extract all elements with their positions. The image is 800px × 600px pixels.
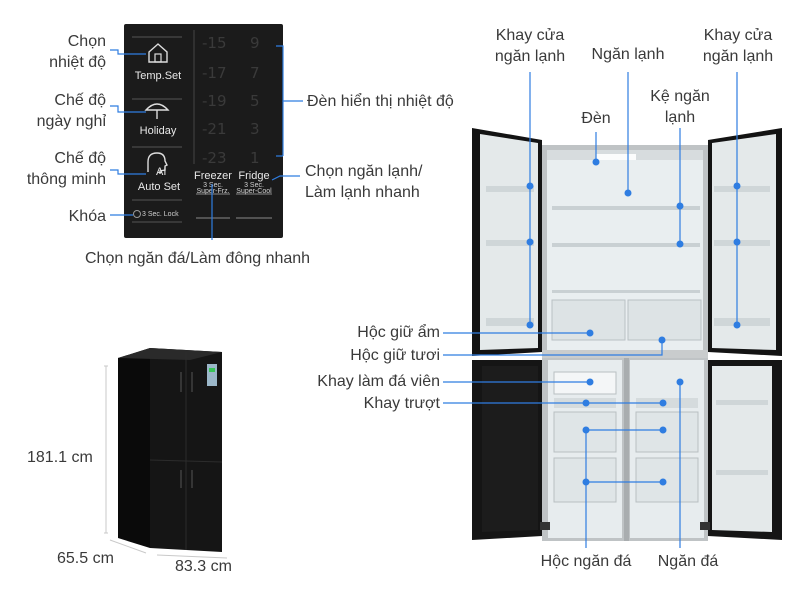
label-che-do-ngay-nghi-1: Chế độ (54, 92, 106, 109)
label-hoc-giu-am: Hộc giữ ẩm (357, 324, 440, 341)
fridge-hint-2: Super-Cool (236, 188, 272, 195)
label-khay-cua-trai-1: Khay cửa (495, 27, 565, 44)
fridge-temp-1: 9 (250, 34, 260, 52)
label-che-do-ngay-nghi-2: ngày nghỉ (36, 113, 106, 130)
ai-head-icon[interactable] (144, 150, 172, 176)
freezer-temp-2: -17 (202, 64, 227, 82)
label-ke-ngan-lanh-1: Kệ ngăn (650, 88, 710, 105)
dimension-lines (104, 365, 228, 559)
temp-set-icon[interactable] (146, 42, 170, 64)
freezer-button[interactable]: Freezer (194, 170, 232, 182)
callout-dots (526, 158, 741, 486)
dimension-height: 181.1 cm (27, 449, 93, 466)
label-ngan-lanh: Ngăn lạnh (591, 46, 665, 63)
temp-set-label: Temp.Set (134, 70, 182, 82)
label-hoc-ngan-da: Hộc ngăn đá (540, 553, 632, 570)
label-chon-nhiet-do-1: Chọn (67, 33, 106, 50)
label-khay-cua-phai-1: Khay cửa (703, 27, 773, 44)
label-chon-nhiet-do-2: nhiệt độ (49, 54, 106, 71)
freezer-temp-1: -15 (202, 34, 227, 52)
fridge-temp-2: 7 (250, 64, 260, 82)
lock-hint: 3 Sec. Lock (142, 211, 179, 218)
dimension-depth: 65.5 cm (57, 550, 114, 567)
freezer-hint-1: 3 Sec. (203, 182, 223, 189)
auto-set-label: Auto Set (137, 181, 181, 193)
closed-fridge-illustration (118, 348, 223, 552)
fridge-hint-1: 3 Sec. (244, 182, 264, 189)
label-chon-ngan-lanh-2: Làm lạnh nhanh (305, 184, 420, 201)
label-ngan-da: Ngăn đá (657, 553, 719, 570)
label-den: Đèn (581, 110, 611, 127)
label-khay-cua-phai-2: ngăn lạnh (702, 48, 774, 65)
leader-lines (110, 45, 738, 548)
holiday-icon[interactable] (144, 98, 170, 122)
freezer-hint-2: Super-Frz. (196, 188, 230, 195)
freezer-temp-3: -19 (202, 92, 227, 110)
fridge-temp-5: 1 (250, 149, 260, 167)
label-che-do-thong-minh-2: thông minh (26, 171, 106, 188)
label-chon-ngan-da: Chọn ngăn đá/Làm đông nhanh (85, 250, 311, 267)
control-panel: Temp.Set Holiday AI Auto Set 3 Sec. Lock… (124, 24, 283, 238)
label-hoc-giu-tuoi: Hộc giữ tươi (350, 347, 440, 364)
fridge-temp-3: 5 (250, 92, 260, 110)
holiday-label: Holiday (139, 125, 177, 137)
panel-graphics (132, 30, 272, 223)
ai-label: AI (156, 166, 167, 178)
fridge-button[interactable]: Fridge (238, 170, 270, 182)
label-khay-cua-trai-2: ngăn lạnh (494, 48, 566, 65)
fridge-temp-4: 3 (250, 120, 260, 138)
freezer-temp-5: -23 (202, 149, 227, 167)
label-che-do-thong-minh-1: Chế độ (54, 150, 106, 167)
label-khay-lam-da-vien: Khay làm đá viên (317, 373, 440, 390)
freezer-temp-4: -21 (202, 120, 227, 138)
label-khay-truot: Khay trượt (363, 395, 440, 412)
label-den-hien-thi-nhiet-do: Đèn hiển thị nhiệt độ (307, 93, 454, 110)
dimension-width: 83.3 cm (175, 558, 232, 575)
label-khoa: Khóa (68, 208, 106, 225)
lock-icon[interactable] (132, 209, 142, 219)
label-ke-ngan-lanh-2: lạnh (664, 109, 696, 126)
label-chon-ngan-lanh-1: Chọn ngăn lạnh/ (305, 163, 423, 180)
